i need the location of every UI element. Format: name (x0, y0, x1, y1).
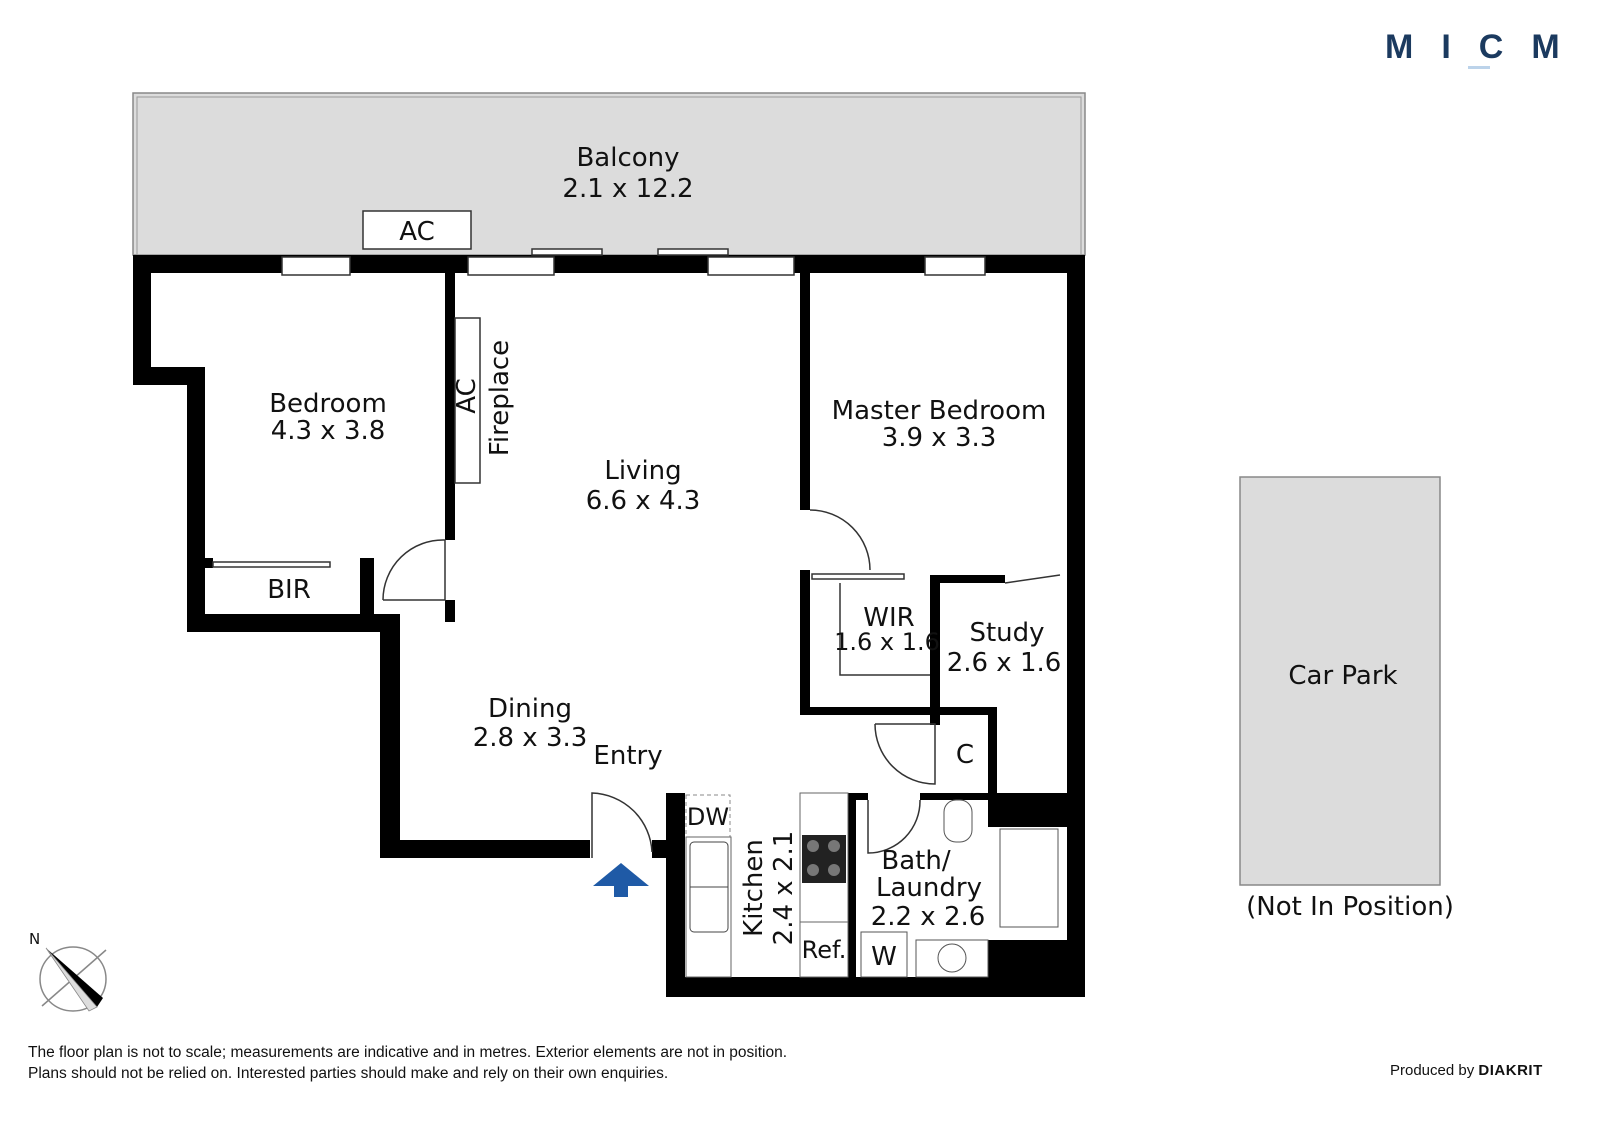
dining-name: Dining (488, 694, 572, 724)
wir-size: 1.6 x 1.6 (834, 628, 940, 656)
micm-logo: MICM (1385, 28, 1588, 66)
wir-name: WIR (863, 603, 914, 633)
study-size: 2.6 x 1.6 (947, 648, 1062, 678)
balcony-area (132, 92, 1086, 256)
toilet (943, 799, 973, 843)
bath-size: 2.2 x 2.6 (871, 902, 986, 932)
dw-label: DW (687, 803, 729, 831)
entry-label: Entry (593, 741, 662, 771)
bath-name-1: Bath/ (881, 846, 950, 876)
study-name: Study (969, 618, 1044, 648)
entry-arrow-icon (593, 863, 649, 897)
bedroom-size: 4.3 x 3.8 (271, 416, 386, 446)
wir-shelf (839, 583, 930, 676)
car-park-area (1239, 476, 1441, 886)
disclaimer: The floor plan is not to scale; measurem… (28, 1042, 787, 1084)
balcony-name: Balcony (576, 143, 679, 173)
windows (281, 248, 986, 276)
ref-label: Ref. (802, 936, 847, 964)
dining-size: 2.8 x 3.3 (473, 723, 588, 753)
washer-label: W (871, 942, 897, 972)
compass-north-label: N (29, 930, 40, 948)
produced-by-prefix: Produced by (1390, 1062, 1475, 1079)
shower (999, 828, 1059, 928)
walls (133, 255, 1085, 997)
car-park-note: (Not In Position) (1246, 892, 1454, 922)
wall-ac-label: AC (452, 378, 482, 413)
disclaimer-line-2: Plans should not be relied on. Intereste… (28, 1065, 669, 1082)
balcony-ac-label: AC (399, 217, 434, 247)
master-name: Master Bedroom (832, 396, 1047, 426)
kitchen-size: 2.4 x 2.1 (769, 831, 799, 946)
living-size: 6.6 x 4.3 (586, 486, 701, 516)
car-park-name: Car Park (1288, 661, 1397, 691)
fireplace-unit (454, 317, 481, 484)
bedroom-name: Bedroom (269, 389, 387, 419)
master-size: 3.9 x 3.3 (882, 423, 997, 453)
kitchen-name: Kitchen (739, 839, 769, 937)
fireplace-label: Fireplace (485, 340, 515, 456)
doors (212, 509, 1061, 858)
diakrit-brand: DIAKRIT (1478, 1062, 1543, 1079)
washer (860, 931, 908, 978)
compass-icon: N (29, 930, 107, 1012)
balcony-ac-unit (362, 210, 472, 250)
disclaimer-line-1: The floor plan is not to scale; measurem… (28, 1044, 788, 1061)
balcony-size: 2.1 x 12.2 (562, 174, 693, 204)
bir-label: BIR (267, 575, 311, 605)
closet-label: C (956, 740, 974, 770)
logo-underline (1468, 66, 1490, 69)
fridge (799, 921, 849, 978)
living-name: Living (604, 456, 681, 486)
dishwasher (685, 794, 731, 838)
bath-name-2: Laundry (876, 873, 982, 903)
produced-by: Produced by DIAKRIT (1390, 1062, 1543, 1079)
